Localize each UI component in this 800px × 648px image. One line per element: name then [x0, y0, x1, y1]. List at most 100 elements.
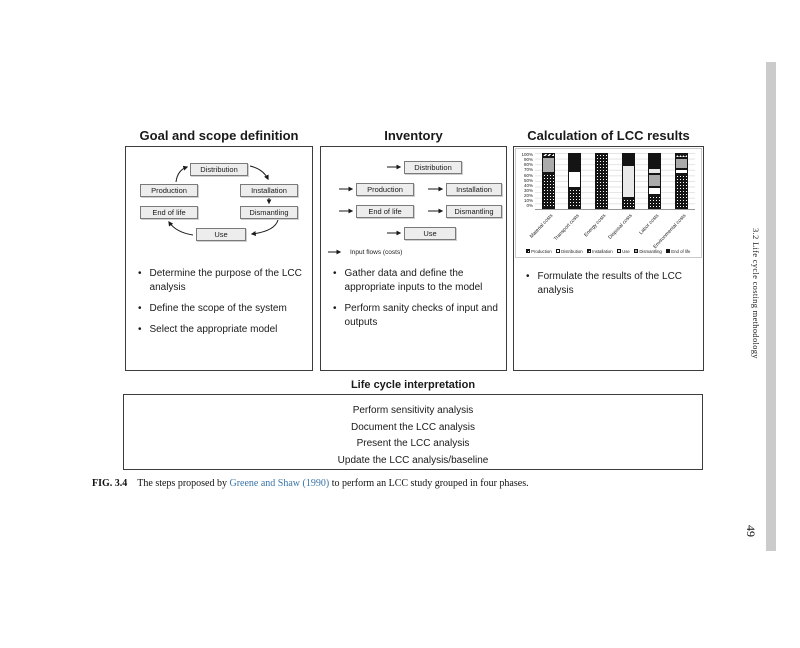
y-tick-label: 100%: [521, 152, 533, 157]
inventory-bullets: Gather data and define the appropriate i…: [321, 267, 506, 330]
chart-legend: Production Distribution Installation Use Dis…: [518, 247, 698, 255]
bar-segment: [648, 153, 662, 169]
bullet-item: Select the appropriate model: [138, 323, 308, 337]
bar-segment: [568, 171, 582, 189]
page-edge-strip: [766, 62, 776, 551]
list-item: Perform sensitivity analysis: [352, 405, 474, 416]
legend-swatch: [665, 249, 670, 253]
figure-caption: FIG. 3.4 The steps proposed by Greene and…: [92, 478, 702, 489]
bar-segment: [675, 168, 689, 174]
bullet-item: Define the scope of the system: [138, 302, 308, 316]
bar-segment: [541, 153, 555, 157]
bullet-item: Perform sanity checks of input and outpu…: [333, 302, 502, 330]
legend-label: Production: [531, 248, 552, 254]
legend-swatch: [616, 249, 621, 253]
life-cycle-diagram: Distribution Production Installation End…: [126, 147, 312, 247]
list-item: Update the LCC analysis/baseline: [337, 454, 489, 466]
goal-bullets: Determine the purpose of the LCC analysi…: [126, 267, 312, 337]
bullet-item: Determine the purpose of the LCC analysi…: [138, 267, 308, 295]
legend-label: Distribution: [561, 248, 583, 254]
y-tick-label: 20%: [523, 193, 533, 199]
legend-swatch: [555, 249, 560, 253]
inventory-diagram: Distribution Production Installation End…: [321, 147, 506, 243]
input-flow-arrow-icon: [328, 249, 342, 255]
flow-box-end-of-life: End of life: [140, 206, 198, 219]
panel-calculation-title: Calculation of LCC results: [527, 128, 690, 143]
panel-goal-scope: Goal and scope definition: [125, 128, 313, 371]
flow-box-dismantling: Dismantling: [446, 205, 502, 218]
y-tick-label: 40%: [523, 182, 533, 188]
caption-text-after: to perform an LCC study grouped in four …: [329, 478, 529, 489]
panel-inventory: Inventory: [320, 128, 507, 371]
panel-inventory-title: Inventory: [384, 128, 443, 143]
cycle-arrows: [168, 165, 279, 237]
caption-text-before: The steps proposed by: [137, 478, 230, 489]
y-tick-label: 60%: [523, 172, 533, 178]
bar-segment: [541, 156, 555, 173]
legend-label: Dismantling: [639, 248, 662, 254]
chart-y-axis: 100%90%80%70%60%50%40%30%20%10%0%: [518, 152, 535, 209]
figure-number: FIG. 3.4: [92, 478, 128, 489]
legend-item: End of life: [665, 249, 690, 254]
y-tick-label: 10%: [523, 198, 533, 204]
stacked-bar: [621, 153, 635, 209]
stacked-bar: [541, 153, 555, 209]
x-label-slot: Disposal costs: [608, 210, 641, 246]
flow-box-distribution: Distribution: [404, 161, 462, 174]
x-label-slot: Environmental costs: [652, 210, 695, 250]
legend-item: Installation: [586, 248, 613, 254]
bullet-item: Gather data and define the appropriate i…: [333, 267, 502, 295]
y-tick-label: 50%: [523, 177, 533, 183]
bar-segment: [648, 186, 662, 195]
legend-label: Installation: [592, 248, 613, 254]
citation-link[interactable]: Greene and Shaw (1990): [229, 478, 330, 489]
bar-segment: [621, 197, 635, 209]
input-flows-label: Input flows (costs): [350, 248, 403, 256]
y-tick-label: 70%: [523, 167, 533, 173]
bar-segment: [648, 173, 662, 187]
bar-segment: [541, 172, 555, 209]
chart-plot: [535, 153, 695, 210]
input-flow-arrows: [339, 164, 444, 236]
calculation-bullets: Formulate the results of the LCC analysi…: [514, 270, 703, 298]
panel-inventory-box: Distribution Production Installation End…: [320, 146, 507, 371]
stacked-bar: [675, 153, 689, 209]
bar-segment: [648, 195, 662, 209]
stacked-bar: [648, 153, 662, 209]
x-tick-label: Material costs: [528, 213, 555, 240]
x-tick-label: Labor costs: [638, 213, 661, 237]
flow-box-installation: Installation: [240, 184, 298, 197]
bar-segment: [675, 173, 689, 209]
flow-box-dismantling: Dismantling: [240, 206, 298, 219]
running-head: 3.2 Life cycle costing methodology: [751, 228, 761, 359]
bar-segment: [621, 153, 635, 166]
list-item: Present the LCC analysis: [356, 438, 470, 449]
legend-label: Use: [622, 248, 630, 254]
bar-segment: [648, 168, 662, 174]
flow-box-use: Use: [196, 228, 246, 241]
bar-segment: [675, 157, 689, 169]
flow-box-use: Use: [404, 227, 456, 240]
legend-swatch: [525, 249, 530, 253]
stacked-bar: [595, 153, 609, 209]
flow-box-installation: Installation: [446, 183, 502, 196]
flow-box-distribution: Distribution: [190, 163, 248, 176]
interpretation-title: Life cycle interpretation: [350, 379, 476, 391]
bar-segment: [595, 153, 609, 209]
bar-segment: [621, 165, 635, 198]
y-tick-label: 0%: [526, 203, 533, 209]
stacked-bar: [568, 153, 582, 209]
legend-swatch: [586, 249, 591, 253]
bar-segment: [675, 153, 689, 158]
legend-item: Dismantling: [633, 248, 662, 254]
flow-box-end-of-life: End of life: [356, 205, 414, 218]
legend-item: Use: [616, 248, 630, 254]
legend-item: Distribution: [555, 248, 583, 254]
panel-calculation: Calculation of LCC results 100%90%80%70%…: [513, 128, 704, 371]
legend-item: Production: [525, 248, 552, 254]
legend-swatch: [633, 249, 638, 253]
flow-box-production: Production: [356, 183, 414, 196]
